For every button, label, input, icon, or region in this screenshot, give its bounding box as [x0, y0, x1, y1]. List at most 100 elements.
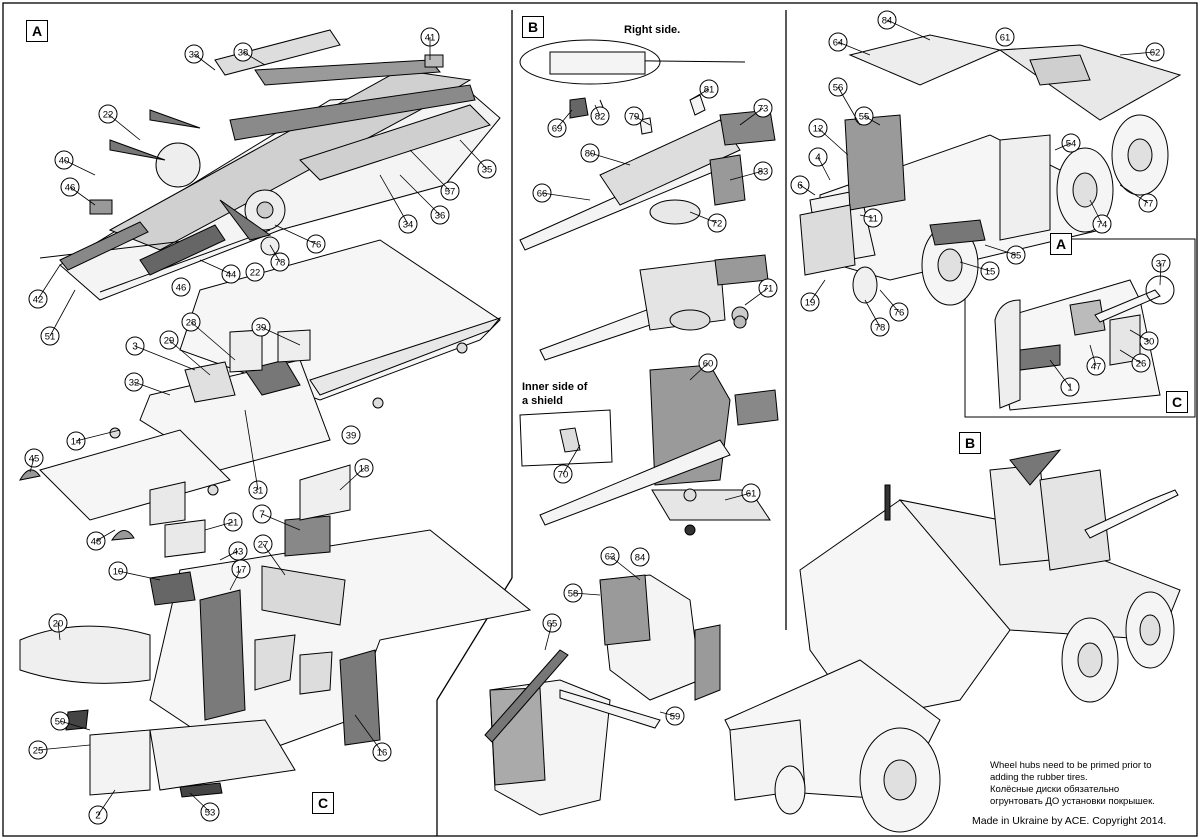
section-b-ref-tag: B: [959, 432, 981, 454]
leader-76-b: [879, 289, 900, 313]
callout-number-79: 79: [629, 112, 640, 123]
callout-circle-46-3: [171, 277, 191, 297]
leader-3: [134, 345, 196, 371]
callout-number-78: 78: [275, 258, 286, 269]
callout-circle-22-2: [245, 262, 265, 282]
leader-56: [837, 86, 861, 126]
callout-circle-39-4: [341, 425, 361, 445]
callout-number-69: 69: [552, 124, 563, 135]
note-line-1: Wheel hubs need to be primed prior to: [990, 760, 1152, 771]
callout-number-58: 58: [568, 589, 579, 600]
callout-number-7: 7: [259, 510, 265, 521]
callout-number-15: 15: [985, 267, 996, 278]
inner-shield-heading-line2: a shield: [522, 395, 563, 407]
inner-shield-heading-line1: Inner side of: [522, 381, 588, 393]
note-line-3: Колёсные диски обязательно: [990, 784, 1120, 795]
callout-number-39: 39: [256, 323, 267, 334]
callout-circle-61-5: [995, 27, 1015, 47]
callout-number-61-5: 61: [1000, 33, 1011, 44]
callout-number-43: 43: [233, 547, 244, 558]
callout-number-74: 74: [1097, 220, 1108, 231]
leader-79: [633, 115, 651, 126]
section-c-ref-tag: C: [312, 792, 334, 814]
callout-number-39-4: 39: [346, 431, 357, 442]
callout-number-54: 54: [1066, 139, 1077, 150]
leader-55: [863, 115, 881, 126]
leader-61: [724, 492, 752, 501]
callout-number-60: 60: [703, 359, 714, 370]
leader-4: [817, 156, 831, 181]
leader-84: [886, 19, 931, 41]
leader-42: [37, 264, 61, 300]
leader-65: [544, 622, 553, 651]
leader-38: [242, 51, 266, 66]
callout-number-66: 66: [537, 189, 548, 200]
callout-number-35: 35: [482, 165, 493, 176]
leader-15: [959, 261, 991, 272]
leader-63: [609, 555, 641, 581]
gun-emplacement-drawings: [484, 574, 721, 816]
leader-45: [29, 457, 35, 473]
callout-number-34: 34: [403, 220, 414, 231]
callout-number-47: 47: [1091, 362, 1102, 373]
note-line-4: огрунтовать ДО установки покрышек.: [990, 796, 1155, 807]
leader-32: [133, 381, 171, 396]
callout-number-55: 55: [859, 112, 870, 123]
leader-25: [37, 744, 91, 751]
leader-62: [1119, 51, 1156, 56]
callout-number-2: 2: [95, 811, 101, 822]
callout-number-25: 25: [33, 746, 44, 757]
leader-46: [69, 186, 96, 206]
leader-60: [689, 362, 709, 381]
leader-50: [59, 720, 91, 731]
leader-47: [1089, 344, 1097, 367]
leader-58: [572, 592, 601, 596]
callout-number-17: 17: [236, 565, 247, 576]
callout-number-32: 32: [129, 378, 140, 389]
leader-40: [63, 159, 96, 176]
leader-76: [274, 224, 317, 245]
callout-number-57: 57: [445, 187, 456, 198]
leader-54: [1054, 142, 1072, 151]
leader-31: [244, 409, 259, 491]
callout-number-18: 18: [359, 464, 370, 475]
leader-1: [1049, 359, 1071, 388]
callout-number-62: 62: [1150, 48, 1161, 59]
callout-number-44: 44: [226, 270, 237, 281]
assembled-truck-drawing: [724, 449, 1181, 833]
callout-number-70: 70: [558, 470, 569, 481]
callout-number-22: 22: [103, 110, 114, 121]
callout-number-81: 81: [704, 85, 715, 96]
callout-number-1: 1: [1067, 383, 1073, 394]
section-c-inset-frame: [964, 238, 1196, 418]
callout-number-82: 82: [595, 112, 606, 123]
dashboard-inset-drawing: [994, 275, 1175, 411]
leader-36: [399, 174, 441, 216]
leader-12: [817, 127, 849, 156]
leader-81: [689, 88, 710, 101]
body-tub-drawing: [19, 464, 532, 798]
section-c-tag: C: [1166, 391, 1188, 413]
section-a-tag: A: [26, 20, 48, 42]
callout-number-51: 51: [45, 332, 56, 343]
leader-66: [541, 192, 591, 201]
callout-number-38: 38: [238, 48, 249, 59]
gun-shield-drawing: [519, 364, 779, 536]
callout-number-73: 73: [758, 104, 769, 115]
callout-number-61: 61: [746, 489, 757, 500]
callout-number-19: 19: [805, 298, 816, 309]
leader-83: [729, 170, 764, 181]
callout-circle-84-8: [630, 547, 650, 567]
leader-20: [57, 622, 61, 641]
leader-85: [984, 244, 1017, 256]
callout-leaders: [29, 19, 1162, 816]
callout-number-6: 6: [797, 181, 803, 192]
leader-74: [1089, 199, 1103, 225]
callout-number-30: 30: [1144, 337, 1155, 348]
callout-number-28: 28: [186, 318, 197, 329]
callout-number-31: 31: [253, 486, 264, 497]
leader-73: [739, 107, 764, 126]
leader-6: [799, 184, 816, 196]
leader-78: [269, 244, 281, 263]
